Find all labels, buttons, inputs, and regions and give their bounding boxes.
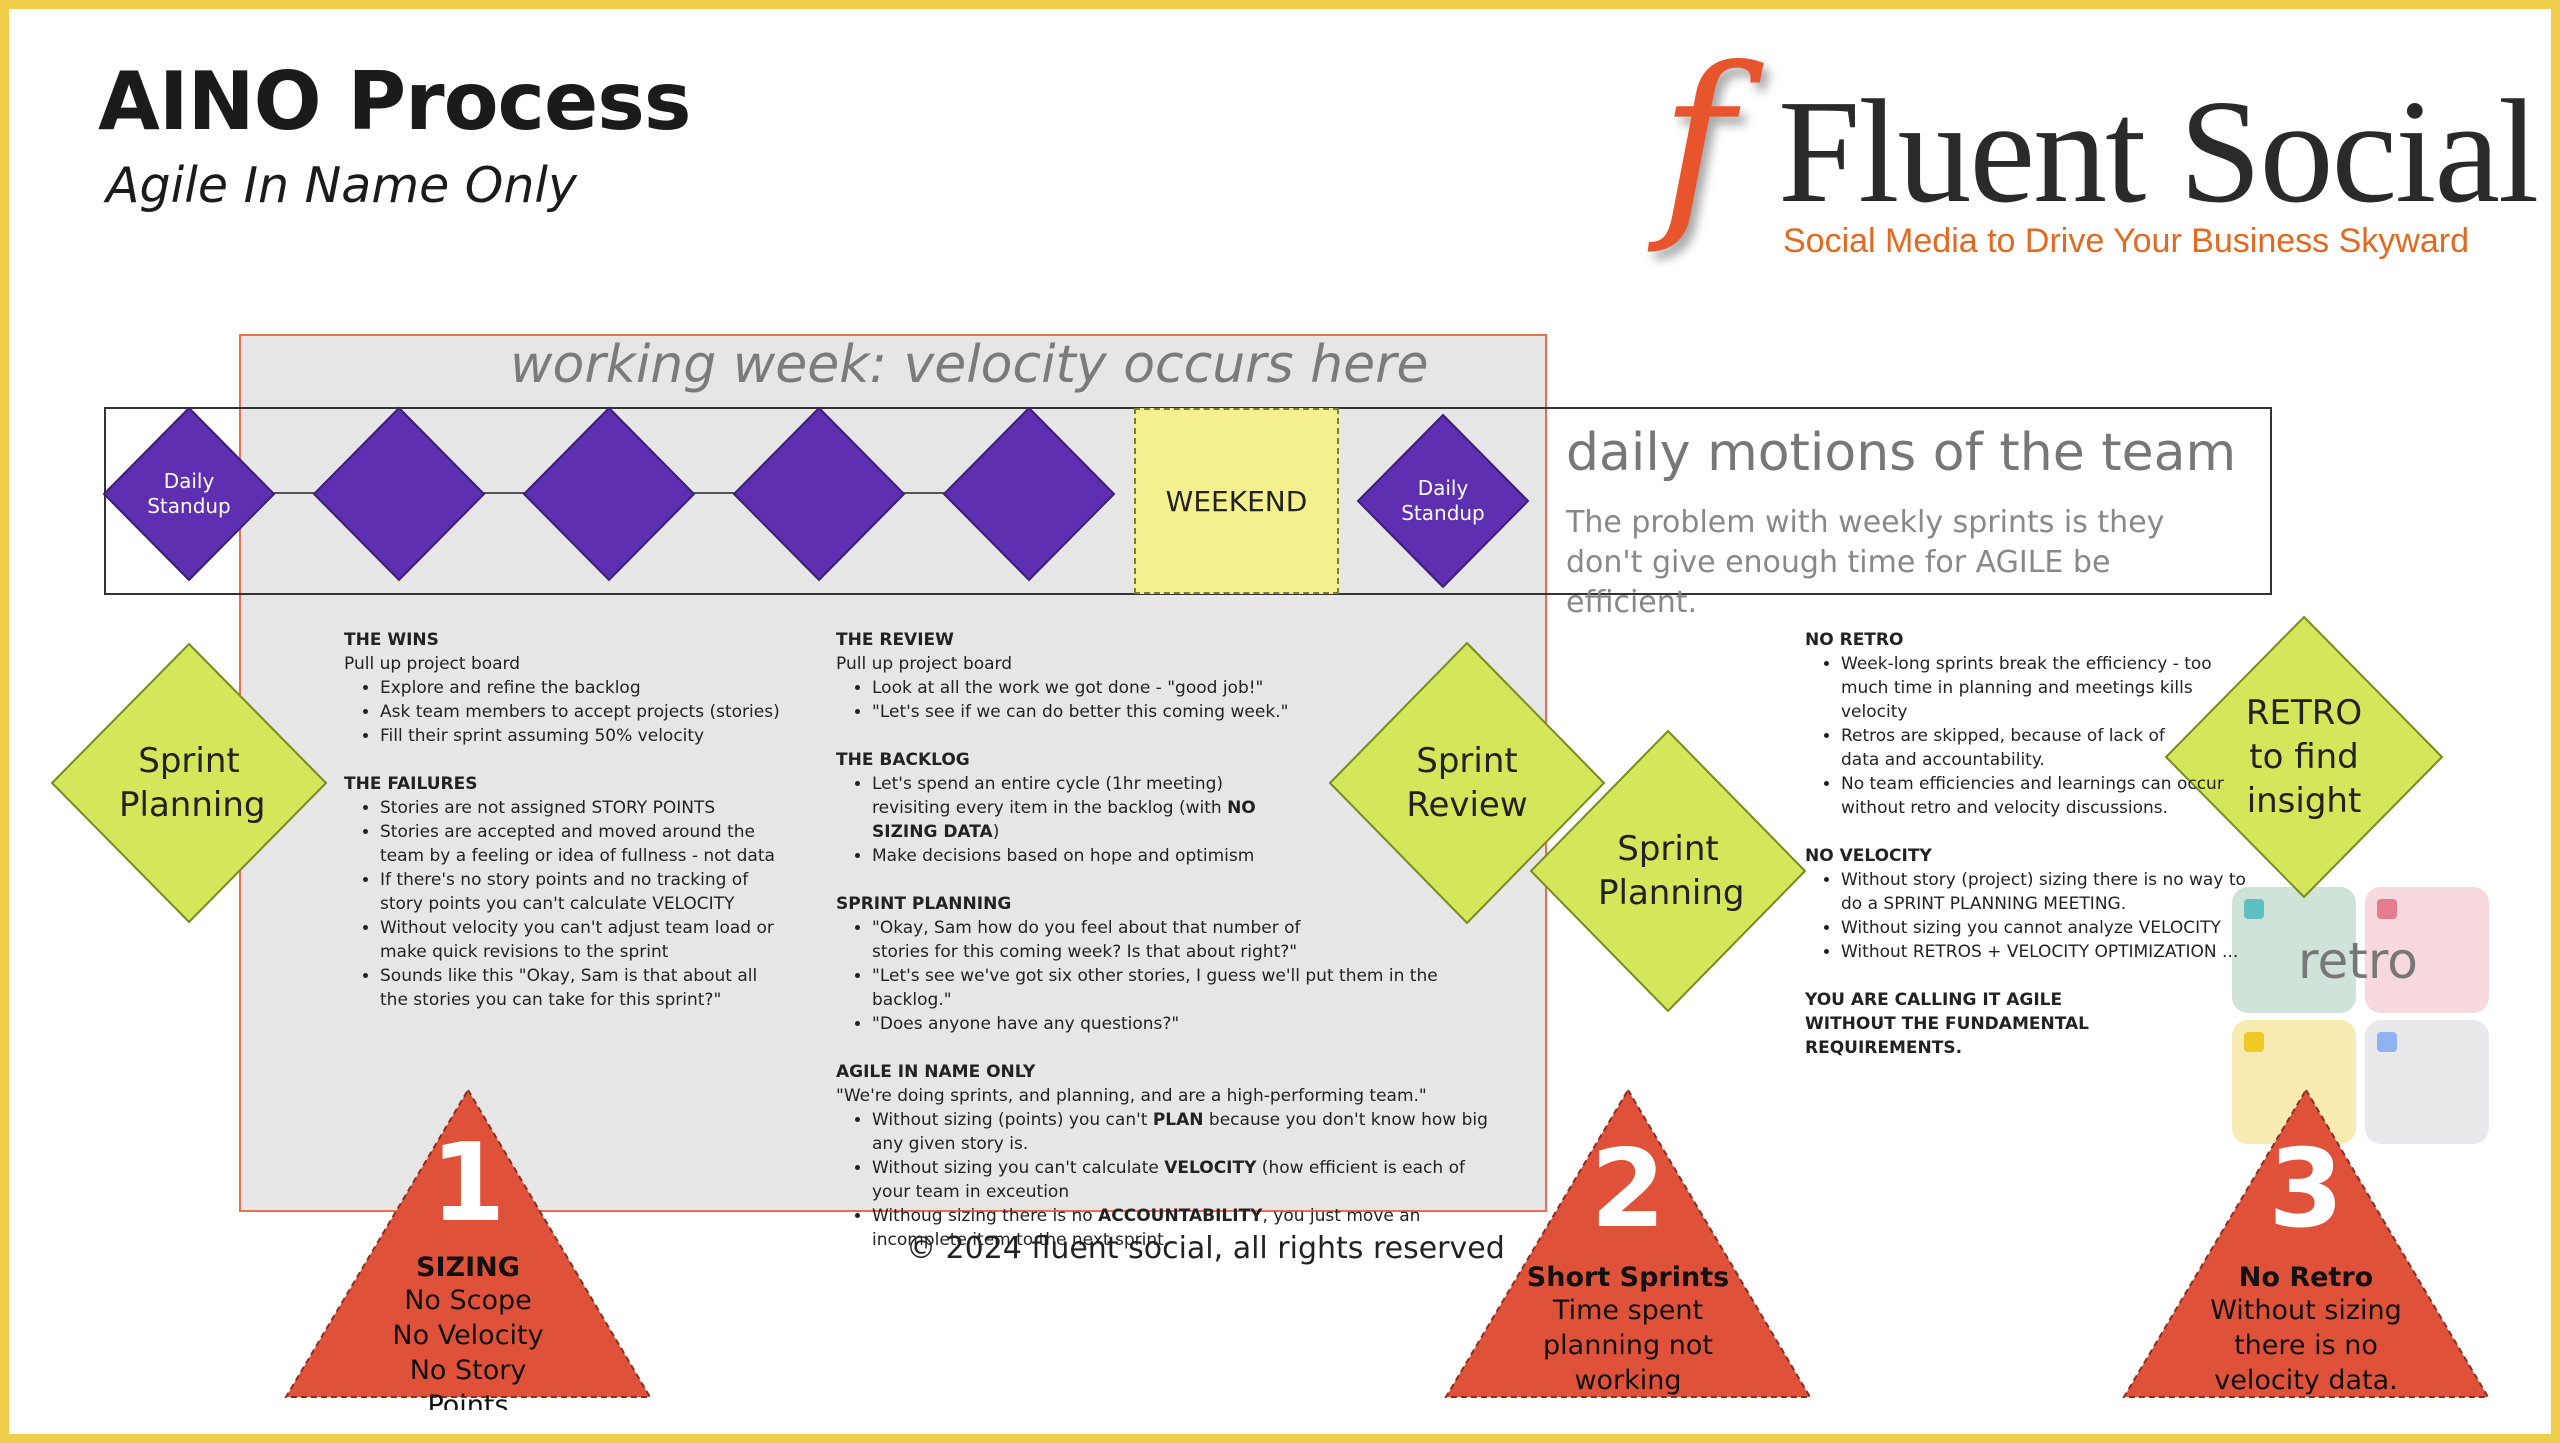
retro-diamond: RETRO to find insight — [2164, 615, 2444, 899]
triangle-sizing: 1 SIZING No Scope No Velocity No Story P… — [284, 1088, 652, 1410]
sticky-pin-icon — [2244, 899, 2264, 919]
triangle-line: No Story — [409, 1355, 527, 1386]
sprint-planning-right-diamond: Sprint Planning — [1529, 729, 1807, 1013]
retro-card-pink — [2365, 887, 2489, 1013]
review-intro: Pull up project board — [836, 654, 1013, 674]
triangle-short-sprints: 2 Short Sprints Time spent planning not … — [1444, 1088, 1812, 1398]
wins-item: Explore and refine the backlog — [380, 676, 784, 700]
weekend-block: WEEKEND — [1134, 408, 1339, 594]
day-diamond-1: Daily Standup — [102, 406, 276, 582]
aino-heading: AGILE IN NAME ONLY — [836, 1062, 1036, 1082]
triangle-heading: No Retro — [2238, 1262, 2374, 1293]
sprint-planning-left-label: Sprint Planning — [119, 741, 266, 825]
triangle-line: No Velocity — [392, 1320, 544, 1351]
review-item: Look at all the work we got done - "good… — [872, 676, 1476, 700]
failures-item: Stories are not assigned STORY POINTS — [380, 796, 784, 820]
no-retro-item: Week-long sprints break the efficiency -… — [1841, 652, 2246, 724]
retro-card-green — [2232, 887, 2356, 1013]
wins-item: Fill their sprint assuming 50% velocity — [380, 724, 784, 748]
review-item: "Let's see if we can do better this comi… — [872, 700, 1476, 724]
fundamental-requirements-line: WITHOUT THE FUNDAMENTAL REQUIREMENTS. — [1805, 1014, 2089, 1058]
sprint-review-diamond: Sprint Review — [1328, 641, 1606, 925]
review-backlog-text: THE REVIEW Pull up project board Look at… — [836, 628, 1488, 1252]
day-diamond-2 — [312, 406, 486, 582]
backlog-item: Make decisions based on hope and optimis… — [872, 844, 1476, 868]
day-diamond-6: Daily Standup — [1356, 413, 1530, 589]
triangle-line: Without sizing — [2210, 1295, 2402, 1326]
retro-card-gray — [2365, 1020, 2489, 1144]
sprint-planning-item: "Okay, Sam how do you feel about that nu… — [872, 916, 1342, 964]
no-velocity-item: Without sizing you cannot analyze VELOCI… — [1841, 916, 2246, 940]
sprint-planning-heading: SPRINT PLANNING — [836, 894, 1012, 914]
triangle-line: No Scope — [404, 1285, 532, 1316]
wins-failures-text: THE WINS Pull up project board Explore a… — [344, 628, 784, 1012]
day-diamond-4 — [732, 406, 906, 582]
calling-it-agile-line: YOU ARE CALLING IT AGILE — [1805, 990, 2063, 1010]
sprint-review-label: Sprint Review — [1406, 741, 1528, 825]
failures-item: Stories are accepted and moved around th… — [380, 820, 784, 868]
aino-intro: "We're doing sprints, and planning, and … — [836, 1086, 1427, 1106]
no-velocity-item: Without story (project) sizing there is … — [1841, 868, 2246, 916]
sticky-pin-icon — [2244, 1032, 2264, 1052]
page-subtitle: Agile In Name Only — [106, 157, 578, 214]
failures-item: Without velocity you can't adjust team l… — [380, 916, 784, 964]
copyright: © 2024 fluent social, all rights reserve… — [906, 1231, 1505, 1266]
day-diamond-3 — [522, 406, 696, 582]
triangle-line: there is no — [2234, 1330, 2378, 1361]
backlog-heading: THE BACKLOG — [836, 750, 970, 770]
triangle-line: working — [1574, 1365, 1682, 1396]
no-velocity-heading: NO VELOCITY — [1805, 846, 1932, 866]
sprint-planning-right-label: Sprint Planning — [1598, 829, 1745, 913]
triangle-line: Time spent — [1552, 1295, 1704, 1326]
wins-intro: Pull up project board — [344, 654, 521, 674]
retro-diamond-label: RETRO to find insight — [2245, 693, 2363, 821]
sprint-planning-item: "Let's see we've got six other stories, … — [872, 964, 1476, 1012]
retro-board-label: retro — [2298, 932, 2418, 990]
triangle-number: 1 — [430, 1121, 506, 1246]
aino-item: Without sizing you can't calculate VELOC… — [872, 1156, 1492, 1204]
aino-item: Without sizing (points) you can't PLAN b… — [872, 1108, 1492, 1156]
aino-item: Withoug sizing there is no ACCOUNTABILIT… — [872, 1204, 1492, 1252]
backlog-item: Let's spend an entire cycle (1hr meeting… — [872, 772, 1302, 844]
motions-description: The problem with weekly sprints is they … — [1566, 505, 2165, 620]
triangle-line: Points — [427, 1390, 509, 1410]
triangle-no-retro: 3 No Retro Without sizing there is no ve… — [2122, 1088, 2490, 1398]
sticky-pin-icon — [2377, 1032, 2397, 1052]
no-retro-item: Retros are skipped, because of lack of d… — [1841, 724, 2181, 772]
failures-heading: THE FAILURES — [344, 774, 478, 794]
no-retro-item: No team efficiencies and learnings can o… — [1841, 772, 2246, 820]
page-title: AINO Process — [98, 55, 691, 148]
failures-item: Sounds like this "Okay, Sam is that abou… — [380, 964, 784, 1012]
triangle-number: 2 — [1590, 1127, 1666, 1252]
day-label-1: Daily Standup — [147, 469, 231, 518]
day-label-6: Daily Standup — [1401, 476, 1485, 525]
sprint-planning-left-diamond: Sprint Planning — [50, 642, 328, 924]
sprint-planning-item: "Does anyone have any questions?" — [872, 1012, 1476, 1036]
triangle-heading: SIZING — [416, 1252, 520, 1283]
working-week-label: working week: velocity occurs here — [510, 335, 1429, 395]
logo-name: Fluent Social — [1778, 70, 2539, 234]
review-heading: THE REVIEW — [836, 630, 954, 650]
no-retro-heading: NO RETRO — [1805, 630, 1904, 650]
wins-heading: THE WINS — [344, 630, 439, 650]
failures-item: If there's no story points and no tracki… — [380, 868, 784, 916]
triangle-line: velocity data. — [2214, 1365, 2398, 1396]
no-velocity-item: Without RETROS + VELOCITY OPTIMIZATION .… — [1841, 940, 2246, 964]
no-retro-text: NO RETRO Week-long sprints break the eff… — [1805, 628, 2246, 1060]
motions-title: daily motions of the team — [1566, 423, 2237, 483]
sticky-pin-icon — [2377, 899, 2397, 919]
logo-mark: f — [1660, 25, 1735, 258]
day-diamond-5 — [942, 406, 1116, 582]
logo-tagline: Social Media to Drive Your Business Skyw… — [1783, 222, 2469, 260]
wins-item: Ask team members to accept projects (sto… — [380, 700, 784, 724]
triangle-heading: Short Sprints — [1526, 1262, 1730, 1293]
triangle-line: planning not — [1543, 1330, 1713, 1361]
triangle-number: 3 — [2268, 1127, 2344, 1252]
